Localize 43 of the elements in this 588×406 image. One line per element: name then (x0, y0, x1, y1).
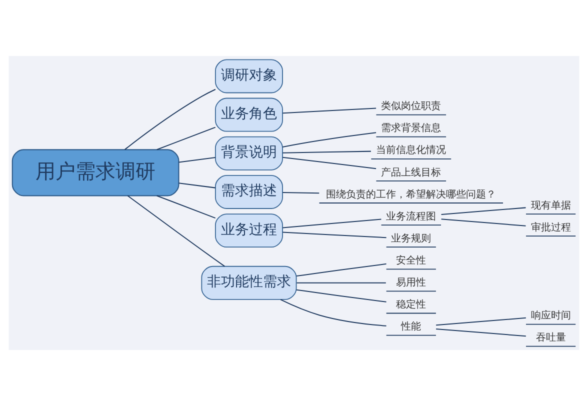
connector (282, 192, 320, 194)
connector (282, 150, 371, 154)
connector (282, 218, 382, 228)
node-text: 易用性 (396, 278, 426, 289)
node-box: 业务过程 (214, 214, 283, 248)
connector (178, 182, 216, 188)
node-text: 需求背景信息 (381, 123, 442, 134)
node-box: 业务角色 (214, 98, 283, 132)
connector (296, 263, 386, 277)
node-text: 吞吐量 (536, 332, 566, 344)
node-text: 审批过程 (530, 222, 571, 234)
connector (127, 195, 225, 267)
connector (441, 207, 526, 215)
connector (282, 232, 386, 238)
connector (436, 328, 526, 337)
node-text: 安全性 (396, 255, 426, 266)
node-text: 现有单据 (530, 200, 571, 212)
node-text: 类似岗位职责 (381, 101, 442, 112)
connector (282, 156, 376, 170)
connector (296, 289, 386, 302)
connector (280, 299, 386, 326)
connector (282, 132, 376, 148)
connector (282, 108, 376, 114)
connector (436, 317, 526, 326)
node-box: 调研对象 (214, 59, 283, 94)
node-text: 响应时间 (530, 310, 571, 322)
connector (156, 126, 216, 150)
node-text: 产品上线目标 (381, 167, 442, 178)
node-text: 稳定性 (396, 300, 426, 311)
connector (441, 218, 526, 226)
node-box: 用户需求调研 (12, 149, 180, 196)
node-box: 需求描述 (214, 174, 283, 209)
node-text: 围绕负责的工作，希望解决哪些问题？ (326, 189, 496, 200)
connector (124, 88, 216, 150)
node-text: 业务流程图 (386, 211, 436, 222)
connector (178, 157, 216, 163)
node-box: 非功能性需求 (201, 266, 297, 300)
node-text: 性能 (401, 322, 422, 333)
connector (296, 282, 386, 284)
node-text: 当前信息化情况 (376, 145, 446, 156)
node-text: 业务规则 (391, 233, 432, 244)
node-box: 背景说明 (214, 136, 283, 170)
connector (156, 195, 216, 219)
